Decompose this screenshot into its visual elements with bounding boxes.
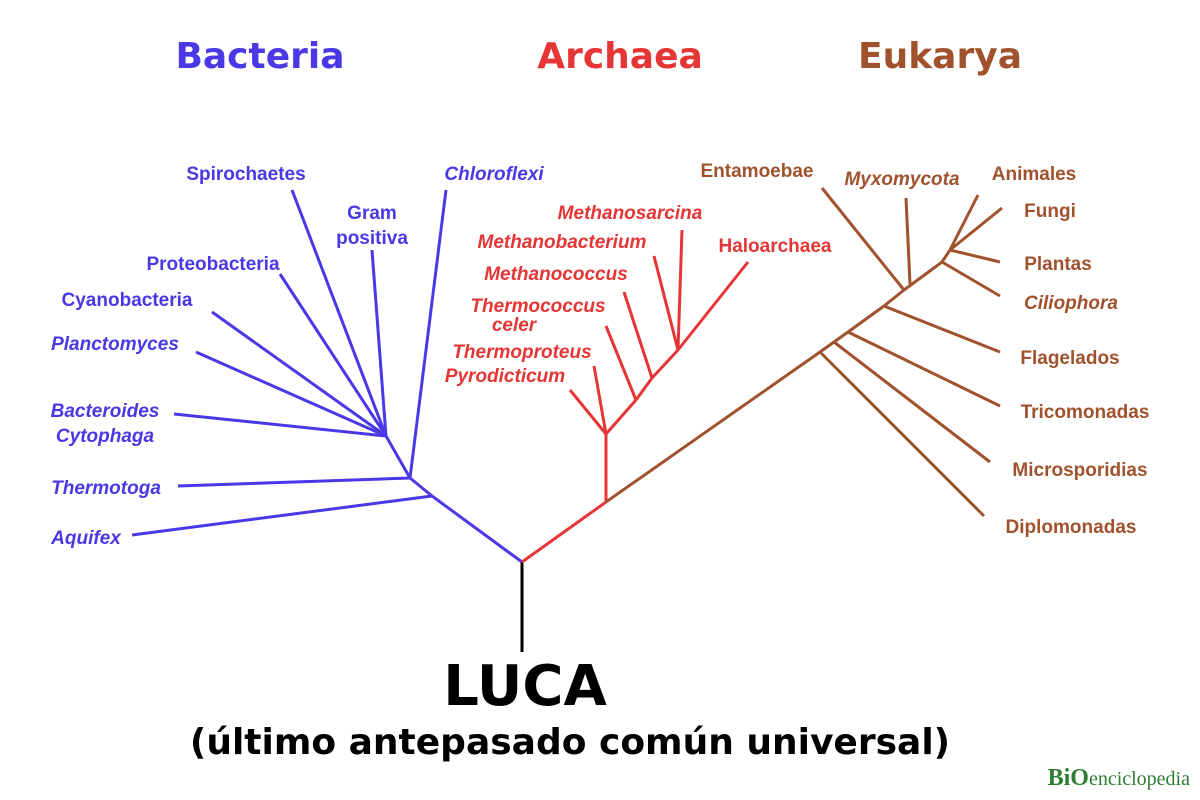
label-thermococcus-line1: Thermococcus [470, 296, 605, 317]
label-bacteroides-line1: Bacteroides [51, 401, 160, 422]
bacteria-branches [131, 189, 523, 564]
label-thermotoga: Thermotoga [51, 478, 161, 499]
domain-eukarya-heading: Eukarya [858, 36, 1022, 77]
label-cyanobacteria: Cyanobacteria [62, 290, 193, 311]
label-microsporidias: Microsporidias [1012, 460, 1147, 481]
logo-prefix: BiO [1047, 765, 1089, 791]
label-bacteroides-line2: Cytophaga [56, 426, 155, 447]
label-chloroflexi: Chloroflexi [444, 164, 544, 185]
luca-subtitle: (último antepasado común universal) [189, 722, 951, 763]
label-methanosarcina: Methanosarcina [558, 203, 703, 224]
label-plantas: Plantas [1024, 254, 1092, 275]
archaea-branches [521, 229, 750, 564]
label-spirochaetes: Spirochaetes [186, 164, 305, 185]
label-planctomyces: Planctomyces [51, 334, 179, 355]
label-myxomycota: Myxomycota [844, 169, 960, 190]
domain-archaea-heading: Archaea [537, 36, 703, 77]
label-haloarchaea: Haloarchaea [718, 236, 831, 257]
logo-text: enciclopedia [1088, 768, 1190, 790]
label-entamoebae: Entamoebae [701, 161, 814, 182]
domain-bacteria-heading: Bacteria [175, 36, 344, 77]
label-proteobacteria: Proteobacteria [146, 254, 279, 275]
label-fungi: Fungi [1024, 201, 1076, 222]
label-animales: Animales [992, 164, 1076, 185]
bioenciclopedia-logo: BiOenciclopedia [1048, 765, 1190, 792]
label-aquifex: Aquifex [50, 528, 122, 549]
label-pyrodicticum: Pyrodicticum [445, 366, 565, 387]
label-flagelados: Flagelados [1020, 348, 1119, 369]
luca-title: LUCA [443, 654, 607, 719]
label-tricomonadas: Tricomonadas [1021, 402, 1150, 423]
label-thermococcus-line2: celer [492, 315, 538, 336]
label-ciliophora: Ciliophora [1024, 293, 1118, 314]
label-methanobacterium: Methanobacterium [478, 232, 647, 253]
label-gram-line1: Gram [347, 203, 397, 224]
label-thermoproteus: Thermoproteus [452, 342, 591, 363]
eukarya-branches [605, 187, 1003, 518]
label-gram-line2: positiva [336, 228, 408, 249]
label-methanococcus: Methanococcus [484, 264, 628, 285]
label-diplomonadas: Diplomonadas [1006, 517, 1137, 538]
